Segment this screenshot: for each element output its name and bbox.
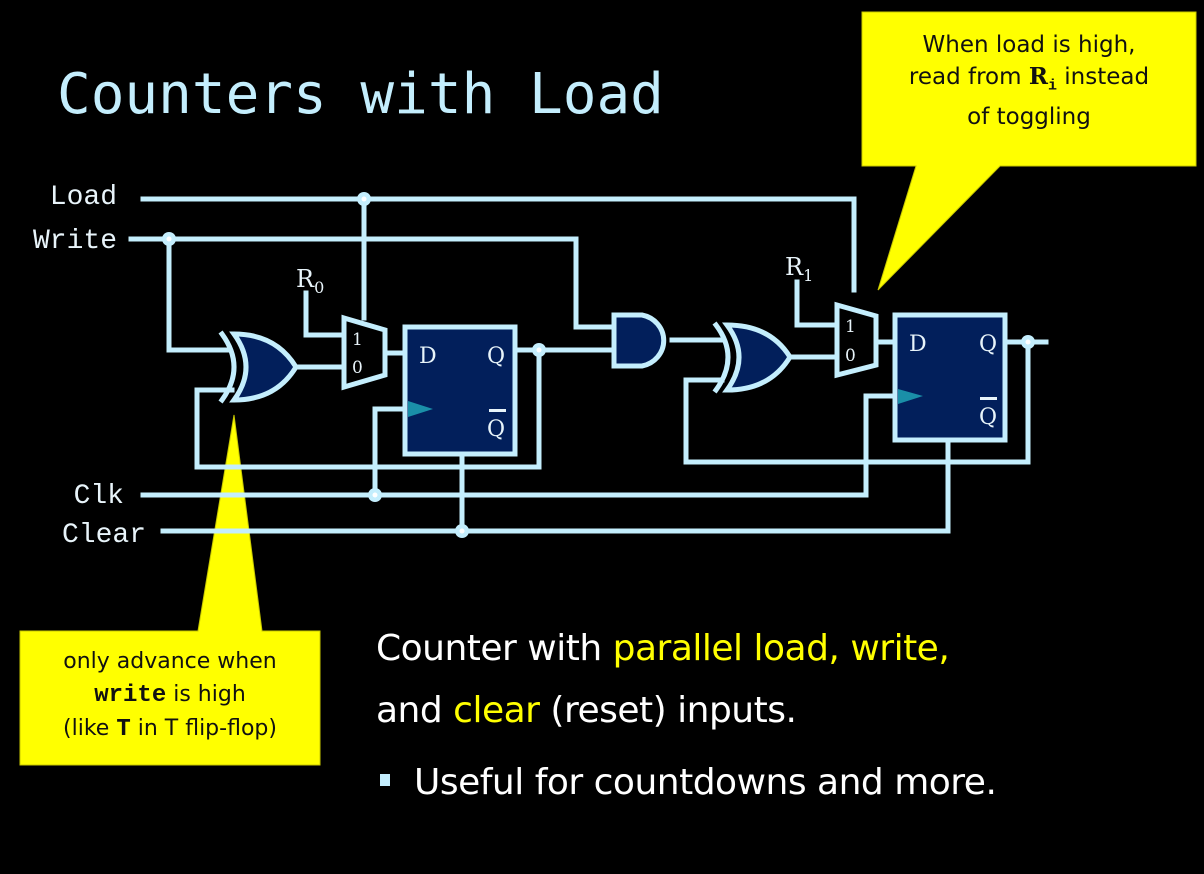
mux-1: 1 0 — [834, 301, 879, 379]
slide-title: Counters with Load — [57, 62, 664, 127]
bullet-icon — [380, 774, 390, 786]
svg-text:0: 0 — [845, 346, 856, 366]
svg-text:D: D — [909, 332, 927, 357]
clock-input-icon — [898, 389, 923, 404]
svg-text:1: 1 — [845, 317, 856, 337]
q0-feedback-wire — [194, 347, 542, 470]
load-callout: When load is high, read from Ri instead … — [908, 32, 1150, 130]
q1-feedback-wire — [683, 339, 1031, 465]
and-gate — [611, 312, 667, 369]
load-wire — [140, 196, 857, 293]
junction-dots — [162, 192, 1035, 538]
svg-text:D: D — [419, 344, 437, 369]
r1-wire — [794, 279, 840, 328]
bullet-item: Useful for countdowns and more. — [380, 762, 997, 803]
body-line-1: Counter with parallel load, write, — [376, 628, 950, 669]
xor-gate-1 — [712, 321, 793, 394]
clk-wire — [140, 393, 898, 498]
clear-wire — [160, 437, 951, 534]
signal-label-clear: Clear — [62, 520, 146, 551]
signal-label-load: Load — [50, 182, 117, 213]
svg-text:Q: Q — [487, 344, 505, 369]
svg-text:0: 0 — [352, 358, 363, 378]
signal-label-write: Write — [33, 226, 117, 257]
svg-text:Q: Q — [979, 332, 997, 357]
register-label-r1: R1 — [785, 253, 813, 285]
d-flipflop-1: D Q Q — [892, 312, 1008, 443]
svg-text:Q: Q — [487, 417, 505, 442]
clk-branch-ff0 — [372, 406, 408, 498]
write-wire — [128, 236, 617, 330]
d-flipflop-0: D Q Q — [402, 324, 518, 457]
body-line-2: and clear (reset) inputs. — [376, 690, 797, 731]
load-callout-bubble — [861, 11, 1197, 291]
svg-text:1: 1 — [352, 330, 363, 350]
xor-gate-0 — [218, 330, 299, 404]
clock-input-icon — [408, 401, 433, 417]
register-label-r0: R0 — [296, 265, 324, 297]
write-callout: only advance when write is high (like T … — [63, 649, 277, 743]
write-callout-bubble — [19, 414, 321, 766]
write-branch-xor0 — [166, 236, 233, 353]
signal-label-clk: Clk — [74, 481, 124, 512]
svg-text:Q: Q — [979, 405, 997, 430]
r0-wire — [303, 290, 347, 338]
mux-0: 1 0 — [341, 314, 388, 391]
